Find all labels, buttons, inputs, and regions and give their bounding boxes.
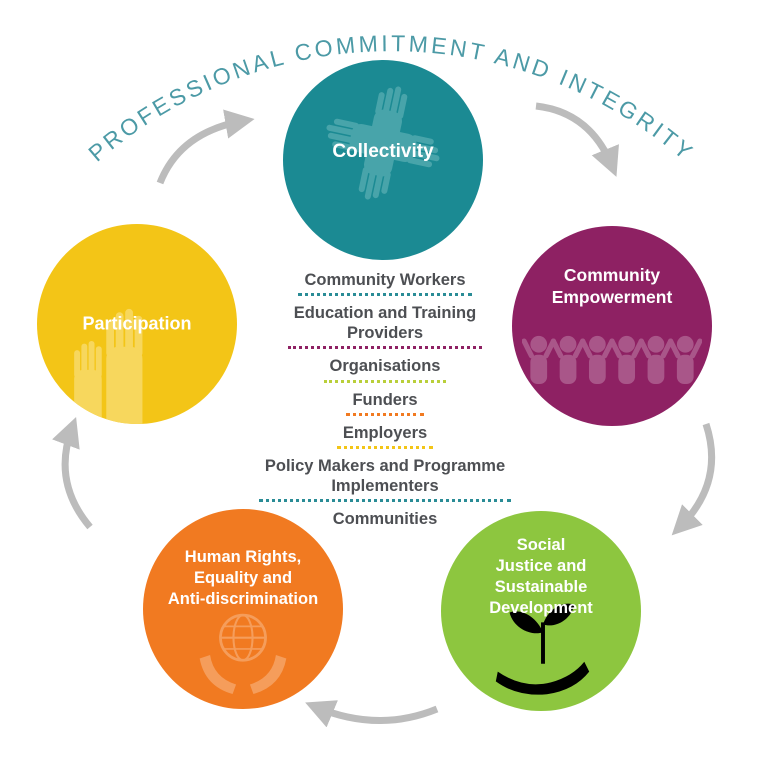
stakeholder-label: Organisations [329,357,441,376]
stakeholder-label: Policy Makers and Programme Implementers [264,456,506,495]
circle-participation: Participation [37,224,237,424]
stakeholder-label: Community Workers [304,271,466,289]
arrow-humanrights-to-participation [52,416,93,530]
stakeholder-divider [336,445,434,449]
list-item: Employers [336,423,434,449]
list-item: Funders [346,390,424,416]
people-raised-arms-icon [522,324,702,398]
list-item: Community Workers [298,270,472,297]
hands-holding-globe-icon [199,613,287,694]
stakeholder-label: Funders [352,390,418,409]
arrow-participation-to-collectivity [156,109,255,185]
stakeholder-list: Community Workers Education and Training… [232,270,538,536]
arrow-justice-to-humanrights [305,700,439,728]
stakeholder-label: Education and Training Providers [293,304,477,343]
arrow-empowerment-to-justice [671,422,716,536]
raised-hands-icon [74,308,143,424]
circle-community-empowerment: Community Empowerment [512,226,712,426]
circle-human-rights: Human Rights, Equality and Anti-discrimi… [143,509,343,709]
circle-label-participation: Participation [82,313,192,334]
arrow-collectivity-to-empowerment [535,102,619,177]
stakeholder-label: Communities [332,510,438,528]
stakeholder-divider [346,412,424,416]
list-item: Communities [327,509,444,529]
circle-collectivity: Collectivity [283,60,483,260]
stakeholder-divider [323,379,447,383]
list-item: Education and Training Providers [287,303,483,350]
hand-sprout-icon [495,603,590,695]
stakeholder-divider [258,499,512,502]
stakeholder-divider [298,293,472,297]
stakeholder-divider [287,346,483,350]
list-item: Organisations [323,356,447,383]
circle-label-human-rights: Human Rights, Equality and Anti-discrimi… [167,548,319,609]
circle-label-collectivity: Collectivity [332,140,434,162]
circle-label-social-justice: Social Justice and Sustainable Developme… [489,536,593,618]
circle-label-community-empowerment: Community Empowerment [551,265,673,308]
list-item: Policy Makers and Programme Implementers [258,456,512,502]
circle-social-justice: Social Justice and Sustainable Developme… [441,511,641,711]
stakeholder-label: Employers [342,423,428,442]
